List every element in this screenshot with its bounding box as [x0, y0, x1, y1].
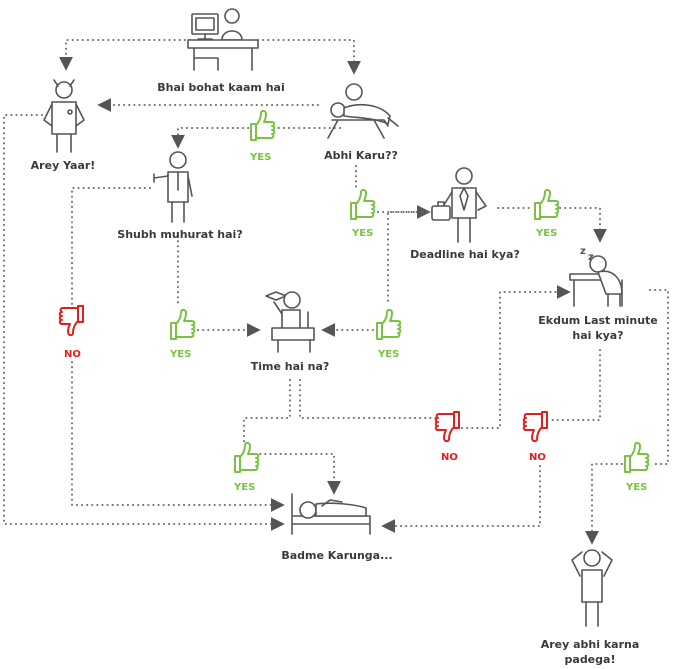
thumb-up-icon [250, 109, 276, 141]
edge-abhi-karu-to-shubh [171, 127, 341, 149]
person-at-desk-icon [187, 8, 259, 71]
yes-tag: YES [169, 349, 191, 360]
edge-no-to-badme [71, 361, 285, 512]
node-deadline-label: Deadline hai kya? [410, 248, 520, 261]
yes-tag: YES [535, 228, 557, 239]
thumb-up-icon [624, 441, 650, 473]
thumb-up-icon [534, 188, 560, 220]
node-badme-label: Badme Karunga... [281, 549, 392, 562]
node-arey-yaar-label: Arey Yaar! [31, 159, 96, 172]
yes-tag: YES [351, 228, 373, 239]
node-time-hai-na-label: Time hai na? [251, 360, 330, 373]
node-ekdum-label-2: hai kya? [572, 329, 623, 342]
node-arey-abhi-label-1: Arey abhi karna [541, 638, 640, 651]
edge-yes-to-ekdum [559, 207, 607, 243]
thumb-down-icon [58, 305, 84, 337]
sleeping-at-desk-icon: z z [569, 246, 623, 307]
connectors [3, 39, 669, 545]
edge-ekdum-to-yes [649, 289, 669, 465]
frustrated-person-icon [43, 79, 85, 153]
thumb-up-icon [376, 308, 402, 340]
hands-on-head-icon [571, 549, 613, 627]
edge-yes-to-badme-top [249, 453, 341, 495]
node-arey-abhi-label-2: padega! [565, 653, 616, 666]
node-start-label: Bhai bohat kaam hai [157, 81, 285, 94]
edge-deadline-left-down [387, 211, 433, 303]
no-tag: NO [64, 349, 81, 360]
pointing-person-icon [153, 151, 193, 223]
reading-person-icon [265, 291, 315, 353]
sleeping-in-bed-icon [291, 493, 371, 535]
edge-start-to-arey-yaar [59, 39, 191, 71]
node-shubh-muhurat-label: Shubh muhurat hai? [117, 228, 242, 241]
node-ekdum-label-1: Ekdum Last minute [538, 314, 658, 327]
edge-no-to-badme-right [381, 465, 541, 533]
edge-time-to-yes [243, 379, 291, 445]
yes-tag: YES [625, 482, 647, 493]
edge-yes-to-arey-abhi [585, 463, 623, 545]
edge-arey-yaar-loop [3, 114, 285, 531]
edge-start-to-abhi-karu [257, 39, 361, 75]
thumb-up-icon [234, 441, 260, 473]
edge-time-to-no [299, 379, 439, 419]
businessman-briefcase-icon [431, 167, 487, 243]
thumb-up-icon [170, 308, 196, 340]
no-tag: NO [441, 452, 458, 463]
thumb-down-icon [434, 411, 460, 443]
edge-no-to-ekdum [461, 285, 571, 429]
no-tag: NO [529, 452, 546, 463]
yes-tag: YES [377, 349, 399, 360]
edge-ekdum-to-no [551, 349, 601, 421]
yes-tag: YES [249, 152, 271, 163]
svg-text:z: z [588, 252, 594, 263]
thumb-up-icon [350, 188, 376, 220]
edge-shubh-no [71, 187, 151, 307]
lounging-person-icon [327, 83, 399, 139]
yes-tag: YES [233, 482, 255, 493]
svg-text:z: z [580, 246, 586, 257]
thumb-down-icon [522, 411, 548, 443]
node-abhi-karu-label: Abhi Karu?? [324, 149, 398, 162]
